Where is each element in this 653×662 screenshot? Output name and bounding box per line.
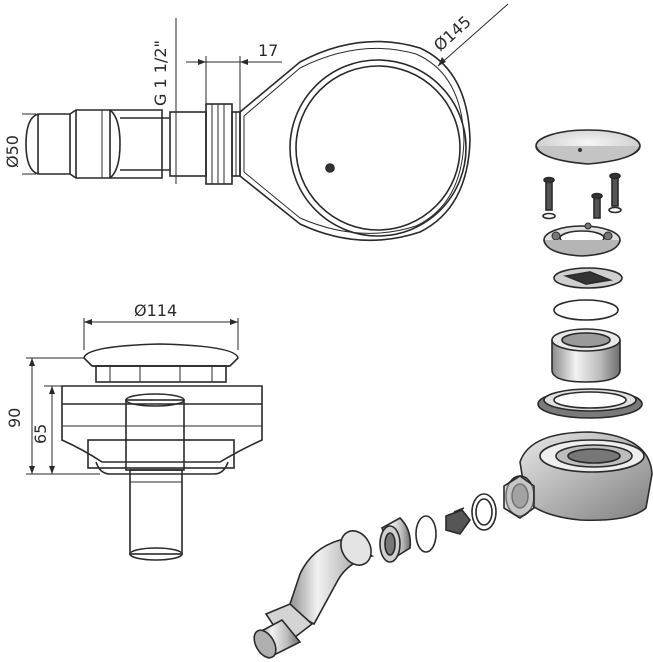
exploded-o-ring <box>553 299 619 321</box>
dim-65: 65 <box>31 385 62 474</box>
exploded-cover-plate <box>535 129 641 165</box>
side-view: Ø114 <box>5 301 263 561</box>
side-view-cover <box>83 343 239 383</box>
dim-114: Ø114 <box>83 301 239 350</box>
dim-145: Ø145 <box>430 3 509 67</box>
top-view: 17 G 1 1/2" Ø50 Ø145 <box>3 3 509 242</box>
dim-thread: G 1 1/2" <box>151 18 182 184</box>
top-view-body <box>239 40 471 242</box>
dim-114-label: Ø114 <box>134 301 177 320</box>
exploded-propeller <box>553 267 623 289</box>
dim-17-label: 17 <box>258 41 278 60</box>
dim-50-label: Ø50 <box>3 135 22 168</box>
exploded-outlet-parts <box>379 493 497 563</box>
dim-90: 90 <box>5 357 100 475</box>
top-view-nut <box>169 103 241 185</box>
exploded-flange <box>537 388 643 419</box>
top-view-pipe <box>25 109 170 179</box>
exploded-sleeve <box>551 328 621 383</box>
exploded-mounting-ring <box>543 222 621 257</box>
dim-50: Ø50 <box>3 113 36 175</box>
dim-17: 17 <box>186 41 282 112</box>
dim-65-label: 65 <box>31 424 50 444</box>
exploded-screws <box>542 172 622 220</box>
side-view-body <box>61 385 263 475</box>
dim-145-label: Ø145 <box>430 12 475 55</box>
dim-90-label: 90 <box>5 408 24 428</box>
side-view-pipe <box>125 393 185 561</box>
exploded-elbow-pipe <box>253 530 375 659</box>
exploded-body <box>503 431 653 522</box>
dim-thread-label: G 1 1/2" <box>151 40 170 106</box>
exploded-view <box>253 129 653 659</box>
